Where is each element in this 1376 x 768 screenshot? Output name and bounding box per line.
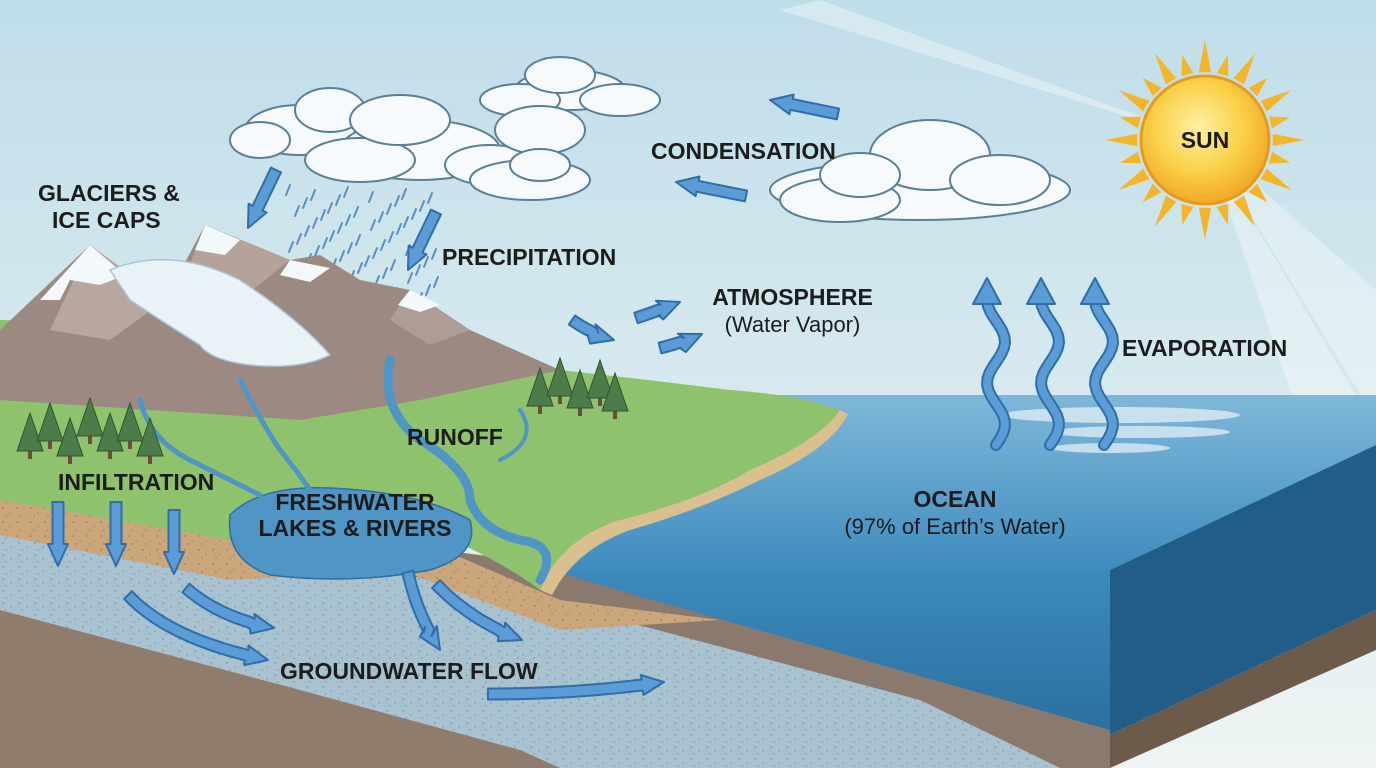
glacier xyxy=(108,258,332,367)
infiltration-arrow xyxy=(105,501,127,567)
groundwater-arrow xyxy=(401,569,441,651)
tree xyxy=(601,371,629,419)
precipitation-arrow xyxy=(407,208,442,271)
vapor-arrow xyxy=(567,314,615,345)
evaporation-arrow xyxy=(1080,277,1119,451)
evaporation-label: EVAPORATION xyxy=(1122,335,1288,361)
infiltration-arrow xyxy=(47,501,69,567)
groundwater-arrow xyxy=(123,590,269,667)
mountains xyxy=(0,225,560,420)
sun-label: SUN xyxy=(1180,127,1230,153)
runoff-label: RUNOFF xyxy=(407,424,503,450)
ocean-side xyxy=(1110,445,1376,735)
condensation-arrow xyxy=(675,175,749,203)
tree xyxy=(116,401,144,449)
precipitation-label: PRECIPITATION xyxy=(442,244,617,270)
tree xyxy=(546,356,574,404)
freshwater-label-line2: LAKES & RIVERS xyxy=(258,515,452,541)
vapor-arrow xyxy=(657,332,703,355)
evaporation-arrow xyxy=(972,277,1011,451)
trees xyxy=(16,356,629,464)
vapor-arrow xyxy=(633,299,681,325)
condensation-label: CONDENSATION xyxy=(651,138,836,164)
groundwater-arrow xyxy=(487,674,665,701)
ocean-sublabel: (97% of Earth’s Water) xyxy=(844,514,1066,539)
glaciers-label-line1: GLACIERS & xyxy=(38,180,180,206)
glaciers-label-line2: ICE CAPS xyxy=(52,207,161,233)
tree xyxy=(76,396,104,444)
tree xyxy=(56,416,84,464)
evaporation-arrows xyxy=(972,277,1119,451)
precipitation-arrow xyxy=(247,166,282,229)
infiltration-arrow xyxy=(163,509,185,575)
tree xyxy=(136,416,164,464)
rivers xyxy=(137,355,552,585)
freshwater-label-line1: FRESHWATER xyxy=(275,489,435,515)
atmosphere-sublabel: (Water Vapor) xyxy=(724,312,861,337)
ocean-label: OCEAN xyxy=(913,486,997,512)
clouds xyxy=(229,56,1071,223)
tree xyxy=(586,358,614,406)
evaporation-arrow xyxy=(1026,277,1065,451)
freshwater-lake xyxy=(228,486,473,580)
shoreline xyxy=(540,410,848,595)
seabed-side xyxy=(1110,610,1376,768)
bedrock-lower xyxy=(0,610,560,768)
infiltration-label: INFILTRATION xyxy=(58,469,215,495)
sun-icon xyxy=(1105,40,1305,240)
cloud xyxy=(469,148,591,201)
atmosphere-label: ATMOSPHERE xyxy=(712,284,873,310)
groundwater-arrow xyxy=(431,579,523,643)
cloud xyxy=(769,119,1071,223)
groundwater-label: GROUNDWATER FLOW xyxy=(280,658,538,684)
tree xyxy=(36,401,64,449)
groundwater-arrow xyxy=(181,582,275,635)
condensation-arrow xyxy=(769,93,841,121)
